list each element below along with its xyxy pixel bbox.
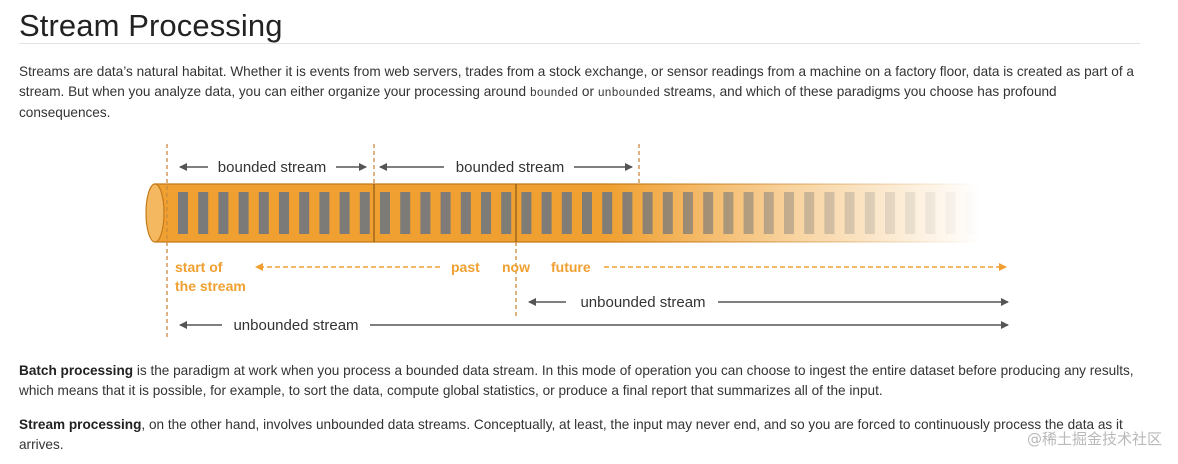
stream-event-bar bbox=[683, 192, 693, 234]
stream-event-bar bbox=[440, 192, 451, 234]
page-title: Stream Processing bbox=[19, 8, 283, 43]
intro-paragraph: Streams are data’s natural habitat. Whet… bbox=[19, 62, 1144, 123]
title-divider bbox=[19, 43, 1140, 44]
stream-event-bar bbox=[885, 192, 895, 234]
stream-event-bar bbox=[945, 192, 956, 234]
start-label-line2: the stream bbox=[175, 278, 246, 294]
unbounded-bottom-label: unbounded stream bbox=[233, 317, 358, 334]
stream-event-bar bbox=[400, 192, 411, 234]
watermark: @稀土掘金技术社区 bbox=[1026, 430, 1162, 448]
stream-event-bar bbox=[218, 192, 229, 234]
stream-diagram: bounded stream bounded stream start of t… bbox=[145, 144, 1009, 340]
stream-event-bar bbox=[501, 192, 512, 234]
past-label: past bbox=[451, 259, 480, 275]
stream-event-bar bbox=[198, 192, 209, 234]
stream-event-bar bbox=[642, 192, 653, 234]
batch-paragraph: Batch processing is the paradigm at work… bbox=[19, 361, 1144, 400]
stream-event-bar bbox=[723, 192, 734, 234]
bounded-2-label: bounded stream bbox=[456, 159, 564, 176]
code-unbounded: unbounded bbox=[597, 86, 660, 100]
stream-event-bar bbox=[178, 192, 188, 234]
stream-event-bar bbox=[582, 192, 592, 234]
stream-event-bar bbox=[420, 192, 431, 234]
stream-event-bar bbox=[481, 192, 491, 234]
stream-text: , on the other hand, involves unbounded … bbox=[19, 417, 1123, 452]
stream-event-bar bbox=[844, 192, 855, 234]
stream-event-bar bbox=[824, 192, 835, 234]
stream-event-bar bbox=[299, 192, 310, 234]
stream-event-bar bbox=[561, 192, 572, 234]
stream-event-bar bbox=[319, 192, 330, 234]
stream-event-bar bbox=[279, 192, 289, 234]
stream-event-bar bbox=[541, 192, 552, 234]
stream-event-bar bbox=[339, 192, 350, 234]
batch-text: is the paradigm at work when you process… bbox=[19, 363, 1134, 398]
stream-event-bar bbox=[380, 192, 390, 234]
now-label: now bbox=[502, 259, 530, 275]
stream-event-bar bbox=[521, 192, 532, 234]
unbounded-top-label: unbounded stream bbox=[580, 294, 705, 311]
stream-event-bar bbox=[804, 192, 815, 234]
stream-event-bar bbox=[905, 192, 916, 234]
intro-text-3: streams, and which of these paradigms yo… bbox=[19, 83, 1057, 121]
start-label-line1: start of bbox=[175, 259, 223, 275]
tube-end-cap bbox=[145, 183, 165, 243]
code-bounded: bounded bbox=[529, 86, 579, 100]
bounded-1-label: bounded stream bbox=[218, 159, 326, 176]
stream-paragraph: Stream processing, on the other hand, in… bbox=[19, 415, 1144, 454]
stream-event-bar bbox=[359, 192, 370, 234]
stream-event-bar bbox=[763, 192, 774, 234]
stream-event-bar bbox=[925, 192, 936, 234]
stream-event-bar bbox=[743, 192, 754, 234]
stream-term: Stream processing bbox=[19, 417, 142, 432]
stream-event-bar bbox=[258, 192, 269, 234]
stream-event-bar bbox=[784, 192, 794, 234]
stream-event-bar bbox=[622, 192, 633, 234]
stream-event-bar bbox=[864, 192, 875, 234]
stream-event-bar bbox=[703, 192, 714, 234]
stream-event-bar bbox=[965, 192, 976, 234]
future-label: future bbox=[551, 259, 591, 275]
batch-term: Batch processing bbox=[19, 363, 134, 378]
intro-text-1: Streams are data’s natural habitat. Whet… bbox=[19, 64, 1134, 99]
intro-text-2: or bbox=[578, 83, 598, 99]
stream-event-bar bbox=[460, 192, 471, 234]
stream-event-bar bbox=[662, 192, 673, 234]
stream-event-bar bbox=[602, 192, 613, 234]
stream-event-bar bbox=[238, 192, 249, 234]
stream-events bbox=[178, 192, 976, 234]
